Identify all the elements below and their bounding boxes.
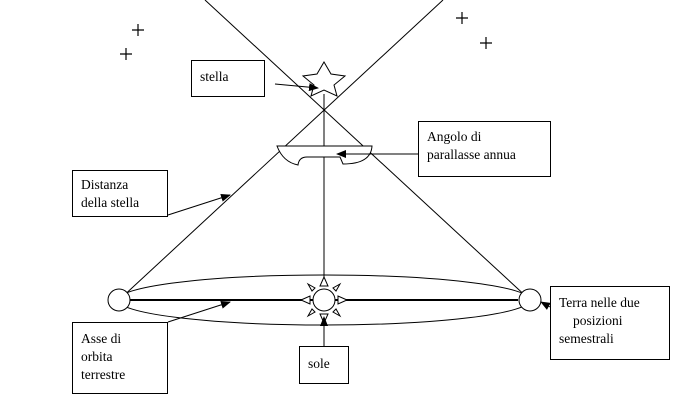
stella-label: stella — [191, 60, 265, 97]
angolo-label: Angolo di parallasse annua — [418, 121, 551, 177]
distanza-line-2: della stella — [81, 195, 140, 210]
parallax-angle-arc — [276, 145, 373, 166]
star-icon — [301, 61, 347, 97]
angolo-line-2: parallasse annua — [427, 147, 516, 162]
terra-line-2: posizioni — [573, 313, 623, 328]
terra-line-1: Terra nelle due — [559, 295, 640, 310]
sparkle-icon — [120, 12, 492, 60]
distanza-line-1: Distanza — [81, 177, 129, 192]
sole-label: sole — [299, 346, 349, 384]
terra-line-3: semestrali — [559, 331, 614, 346]
stella-arrow — [274, 83, 319, 92]
angolo-line-1: Angolo di — [427, 129, 482, 144]
terra-label: Terra nelle due posizioni semestrali — [550, 286, 670, 360]
sun-icon — [299, 275, 349, 325]
sole-label-text: sole — [308, 356, 330, 371]
asse-label: Asse di orbita terrestre — [72, 322, 168, 394]
earth-icon-left — [107, 288, 131, 312]
distanza-label: Distanza della stella — [72, 170, 168, 217]
distanza-arrow — [167, 193, 231, 216]
asse-line-2: orbita — [81, 349, 113, 364]
asse-arrow — [167, 300, 231, 323]
stella-label-text: stella — [200, 69, 229, 84]
asse-line-3: terrestre — [81, 367, 126, 382]
asse-line-1: Asse di — [81, 331, 122, 346]
earth-icon-right — [518, 288, 542, 312]
terra-arrow — [540, 301, 551, 310]
